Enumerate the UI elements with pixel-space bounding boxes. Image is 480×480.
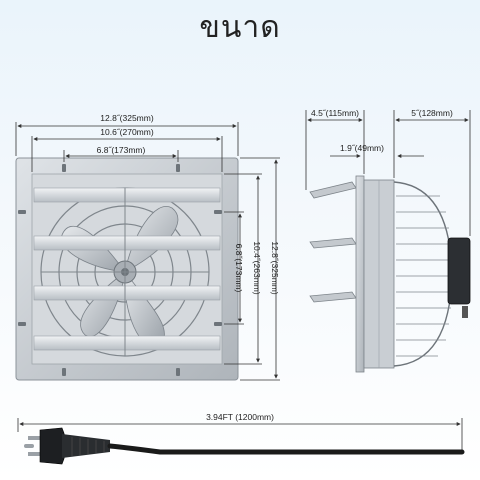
fan-front-view xyxy=(15,157,239,381)
dim-overall-width: 12.8˝(325mm) xyxy=(100,113,154,123)
dim-mount-height: 10.4˝(263mm) xyxy=(252,241,262,295)
fan-side-view xyxy=(309,175,471,373)
side-cage-wires xyxy=(396,195,452,357)
dim-overall-height: 12.8˝(325mm) xyxy=(270,241,280,295)
dim-cord-length: 3.94FT (1200mm) xyxy=(206,412,274,422)
dim-mount-width: 10.6˝(270mm) xyxy=(100,127,154,137)
side-dimension-lines xyxy=(305,110,471,236)
dim-rear-depth: 5˝(128mm) xyxy=(411,108,453,118)
side-shutter-flaps xyxy=(309,181,357,303)
dim-vertical-hole-spacing: 6.8˝(173mm) xyxy=(234,244,244,293)
cord-wire xyxy=(107,443,465,455)
dim-flange-depth: 1.9˝(49mm) xyxy=(340,143,384,153)
cord-dimension-line xyxy=(17,418,463,452)
power-cord xyxy=(24,427,465,465)
front-dimension-lines xyxy=(15,122,280,381)
motor xyxy=(447,237,471,305)
guard-spokes xyxy=(41,188,209,356)
page-title: ขนาด xyxy=(199,10,281,45)
dim-front-depth: 4.5˝(115mm) xyxy=(311,108,359,118)
shutter-louvers xyxy=(33,187,221,351)
mounting-holes xyxy=(18,164,222,376)
dim-top-hole-spacing: 6.8˝(173mm) xyxy=(97,145,146,155)
